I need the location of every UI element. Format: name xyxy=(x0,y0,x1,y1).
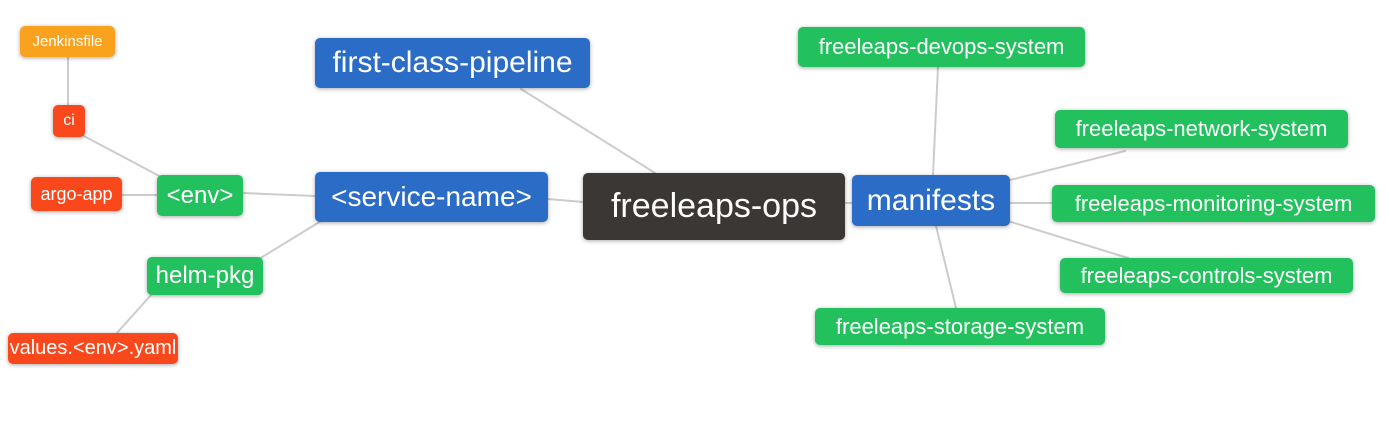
node-helm-pkg[interactable]: helm-pkg xyxy=(147,257,263,295)
edge-values-helmpkg xyxy=(115,294,152,335)
node-ci[interactable]: ci xyxy=(53,105,85,137)
node-jenkinsfile[interactable]: Jenkinsfile xyxy=(20,26,115,57)
edge-ci-env xyxy=(81,134,164,179)
edge-pipeline-freeleapsops xyxy=(520,88,656,174)
node-freeleaps-network-system[interactable]: freeleaps-network-system xyxy=(1055,110,1348,148)
node-service-name[interactable]: <service-name> xyxy=(315,172,548,222)
node-first-class-pipeline[interactable]: first-class-pipeline xyxy=(315,38,590,88)
edge-env-servicename xyxy=(242,192,316,197)
node-freeleaps-controls-system[interactable]: freeleaps-controls-system xyxy=(1060,258,1353,293)
edge-manifests-network xyxy=(1009,150,1126,181)
node-manifests[interactable]: manifests xyxy=(852,175,1010,226)
node-freeleaps-monitoring-system[interactable]: freeleaps-monitoring-system xyxy=(1052,185,1375,222)
node-argo-app[interactable]: argo-app xyxy=(31,177,122,211)
node-env[interactable]: <env> xyxy=(157,175,243,216)
node-freeleaps-devops-system[interactable]: freeleaps-devops-system xyxy=(798,27,1085,67)
edge-manifests-storage xyxy=(935,225,957,309)
edge-manifests-devops xyxy=(932,66,939,176)
node-values-env-yaml[interactable]: values.<env>.yaml xyxy=(8,333,178,364)
node-freeleaps-ops[interactable]: freeleaps-ops xyxy=(583,173,845,240)
edge-servicename-freeleapsops xyxy=(547,198,584,203)
edge-helmpkg-servicename xyxy=(258,220,322,260)
node-freeleaps-storage-system[interactable]: freeleaps-storage-system xyxy=(815,308,1105,345)
edge-manifests-controls xyxy=(1007,220,1129,259)
